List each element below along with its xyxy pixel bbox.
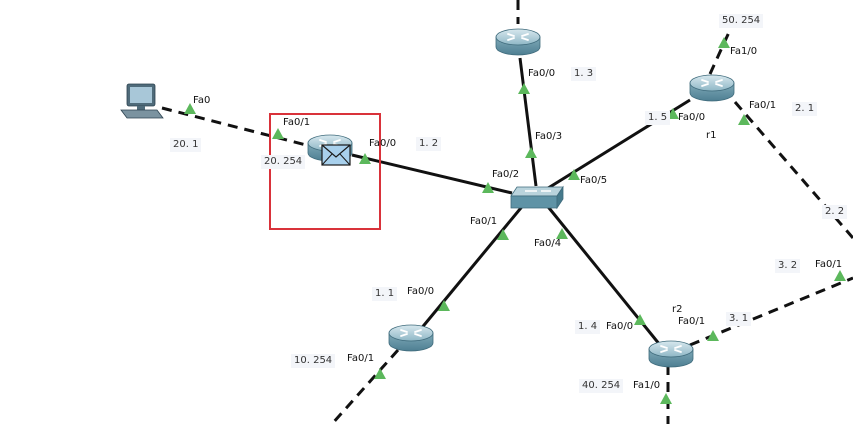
port-label-r2-fa1-0: Fa1/0	[633, 380, 661, 391]
link-up-indicator	[718, 37, 730, 48]
ip-label-1-1: 1. 1	[372, 287, 398, 301]
link-r1-up	[708, 29, 732, 75]
device-name-r1: r1	[706, 130, 717, 141]
links-dashed	[161, 0, 853, 424]
router-r1-icon[interactable]	[689, 74, 735, 102]
link-up-indicator	[359, 153, 371, 164]
link-up-indicator	[556, 228, 568, 239]
link-up-indicator	[738, 114, 750, 125]
ip-label-2-1: 2. 1	[792, 102, 818, 116]
ip-label-10-254: 10. 254	[291, 354, 336, 368]
port-label-switch-fa0-4: Fa0/4	[534, 238, 562, 249]
ip-label-2-2: 2. 2	[822, 205, 848, 219]
port-label-r1-fa0-1: Fa0/1	[749, 100, 777, 111]
port-label-switch-fa0-1: Fa0/1	[470, 216, 498, 227]
link-up-indicator	[272, 128, 284, 139]
link-pc-left-router	[161, 106, 311, 148]
link-status-triangles	[184, 37, 846, 404]
link-r2-right	[689, 276, 853, 347]
envelope-icon[interactable]	[321, 144, 351, 166]
port-label-left-router-fa0-0: Fa0/0	[369, 138, 397, 149]
device-name-r2: r2	[672, 304, 683, 315]
ip-label-1-5: 1. 5	[645, 111, 671, 125]
link-up-indicator	[707, 330, 719, 341]
link-up-indicator	[482, 182, 494, 193]
port-label-top-router-fa0-0: Fa0/0	[528, 68, 556, 79]
link-switch-top-router	[518, 57, 538, 187]
link-switch-bottom-left-router	[418, 202, 527, 331]
ip-label-1-4: 1. 4	[575, 320, 601, 334]
link-up-indicator	[834, 270, 846, 281]
link-up-indicator	[568, 169, 580, 180]
port-label-pc-fa0: Fa0	[193, 95, 211, 106]
link-up-indicator	[525, 147, 537, 158]
link-up-indicator	[660, 393, 672, 404]
link-up-indicator	[438, 300, 450, 311]
port-label-r1-fa1-0: Fa1/0	[730, 46, 758, 57]
port-label-right-fa0-1: Fa0/1	[815, 259, 843, 270]
router-bottom-icon[interactable]	[388, 324, 434, 352]
router-top-icon[interactable]	[495, 28, 541, 56]
port-label-bottom-router-fa0-0: Fa0/0	[407, 286, 435, 297]
links-solid	[351, 57, 691, 346]
link-left-router-switch	[351, 153, 513, 195]
port-label-r2-fa0-0: Fa0/0	[606, 321, 634, 332]
link-up-indicator	[374, 368, 386, 379]
ip-label-20-1: 20. 1	[170, 138, 202, 152]
ip-label-3-1: 3. 1	[726, 312, 752, 326]
port-label-switch-fa0-3: Fa0/3	[535, 131, 563, 142]
pc-icon[interactable]	[120, 83, 164, 119]
selection-box	[269, 113, 381, 230]
link-up-indicator	[634, 314, 646, 325]
port-label-bottom-router-fa0-1: Fa0/1	[347, 353, 375, 364]
link-r1-right	[733, 101, 853, 239]
ip-label-1-2: 1. 2	[416, 137, 442, 151]
ip-label-50-254: 50. 254	[719, 14, 764, 28]
port-label-r1-fa0-0: Fa0/0	[678, 112, 706, 123]
link-up-indicator	[184, 103, 196, 114]
switch-icon[interactable]	[510, 185, 564, 210]
port-label-switch-fa0-2: Fa0/2	[492, 169, 520, 180]
link-up-indicator	[497, 229, 509, 240]
ip-label-40-254: 40. 254	[579, 379, 624, 393]
ip-label-3-2: 3. 2	[775, 259, 801, 273]
port-label-switch-fa0-5: Fa0/5	[580, 175, 608, 186]
ip-label-20-254: 20. 254	[261, 155, 306, 169]
link-up-indicator	[518, 83, 530, 94]
port-label-left-router-fa0-1: Fa0/1	[283, 117, 311, 128]
ip-label-1-3: 1. 3	[571, 67, 597, 81]
port-label-r2-fa0-1: Fa0/1	[678, 316, 706, 327]
router-r2-icon[interactable]	[648, 340, 694, 368]
